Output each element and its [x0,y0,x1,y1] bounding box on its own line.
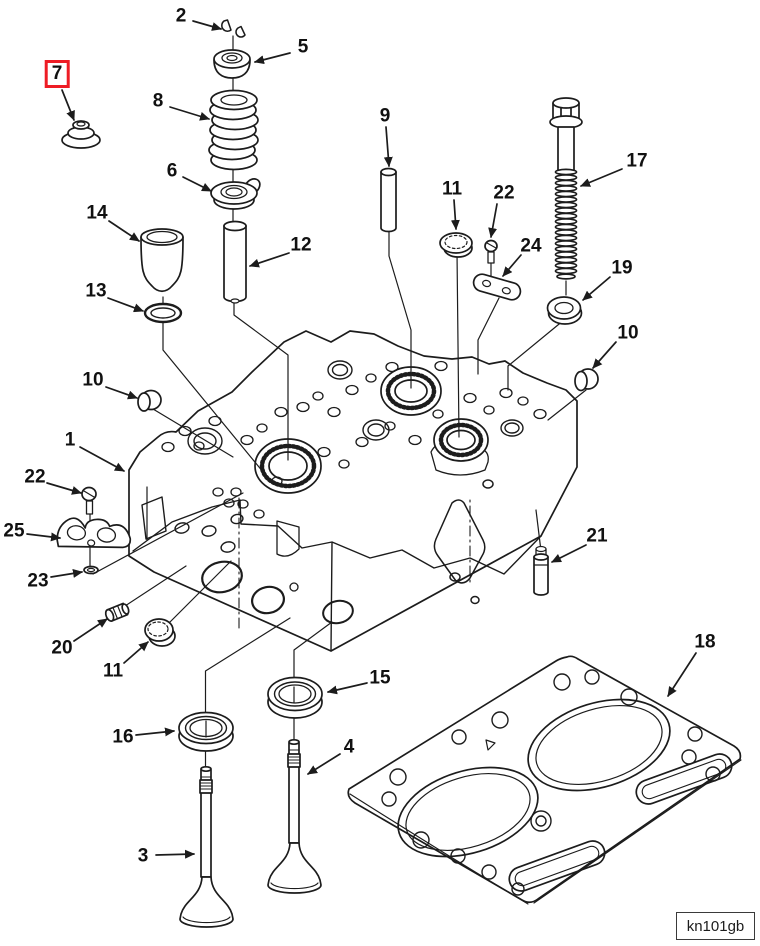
o-ring-13 [143,302,183,324]
callout-9: 9 [379,105,391,127]
dowel-21 [533,545,549,596]
callout-arrow-25 [26,532,61,542]
callout-11: 11 [441,178,463,200]
callout-arrow-11 [123,641,149,664]
callout-arrow-15 [327,682,368,695]
callout-arrow-23 [50,568,83,578]
callout-6: 6 [166,160,178,182]
callout-arrow-14 [108,220,140,242]
screw-22-left [81,486,97,515]
callout-arrow-8 [169,106,210,121]
callout-arrow-19 [582,276,611,301]
callout-arrow-11 [450,199,460,230]
callout-21: 21 [586,525,608,547]
valve-guide-12 [223,220,247,304]
injector-sleeve-14 [140,228,184,293]
valve-collets-2 [221,19,246,38]
gasket-bolt-holes [381,669,721,896]
push-tube-9 [380,167,397,233]
callout-4: 4 [343,736,355,758]
head-side-window [433,479,494,605]
callout-22: 22 [24,466,46,488]
callout-18: 18 [694,631,716,653]
callout-arrow-21 [551,544,587,563]
head-bore [433,418,489,462]
plug-10-left [137,389,162,412]
callout-14: 14 [86,202,108,224]
callout-7-highlighted: 7 [44,60,70,88]
callout-23: 23 [27,570,49,592]
screw-22-top [484,239,498,264]
cup-plug-11-lower [144,618,176,647]
callout-arrow-1 [79,446,125,472]
head-face-ports [174,513,354,625]
valve-4 [267,738,322,894]
washer-23 [83,565,99,575]
callout-5: 5 [297,36,309,58]
callout-8: 8 [152,90,164,112]
callout-arrow-6 [182,176,212,192]
head-gasket [347,655,742,905]
valve-3 [179,765,234,928]
callout-2: 2 [175,5,187,27]
callout-11: 11 [102,660,124,682]
callout-20: 20 [51,637,73,659]
valve-stem-seal-7 [61,120,101,149]
callout-arrow-10 [105,386,138,400]
bracket-25 [56,517,132,549]
callout-arrow-17 [580,168,623,187]
head-bolt-17 [549,97,583,280]
callout-25: 25 [3,520,25,542]
callout-arrow-7 [61,89,75,121]
callout-arrow-24 [502,254,522,277]
callout-1: 1 [64,429,76,451]
callout-arrow-18 [667,652,697,697]
drawing-code-label: kn101gb [686,917,745,935]
callout-19: 19 [611,257,633,279]
callout-22: 22 [493,182,515,204]
callout-24: 24 [520,235,542,257]
callout-arrow-16 [135,727,175,737]
callout-arrow-12 [249,252,290,268]
callout-10: 10 [82,369,104,391]
callout-arrow-4 [307,753,341,775]
callout-12: 12 [290,234,312,256]
valve-spring-8 [208,89,259,171]
callout-arrow-9 [383,126,393,167]
pipe-plug-20 [104,602,130,622]
callout-16: 16 [112,726,134,748]
callout-10: 10 [617,322,639,344]
seal-center-lines [205,686,295,738]
valve-seal-15 [267,676,323,719]
callout-arrow-22 [46,482,82,495]
callout-arrow-22 [488,203,498,238]
callout-15: 15 [369,667,391,689]
washer-19 [546,296,583,325]
callout-arrow-20 [73,618,108,642]
cup-plug-11-top [439,232,473,258]
plug-10-right [574,368,599,392]
callout-arrow-10 [592,341,617,369]
callout-3: 3 [137,845,149,867]
drawing-code-box: kn101gb [676,912,755,940]
callout-13: 13 [85,280,107,302]
callout-arrow-13 [107,297,144,313]
callout-arrow-3 [155,849,195,859]
spring-seat-6 [210,178,261,210]
callout-arrow-2 [192,20,222,31]
callout-arrow-layer [26,20,697,859]
clamp-24 [472,273,522,301]
callout-17: 17 [626,150,648,172]
spring-retainer-5 [213,49,251,79]
callout-arrow-5 [254,52,291,65]
